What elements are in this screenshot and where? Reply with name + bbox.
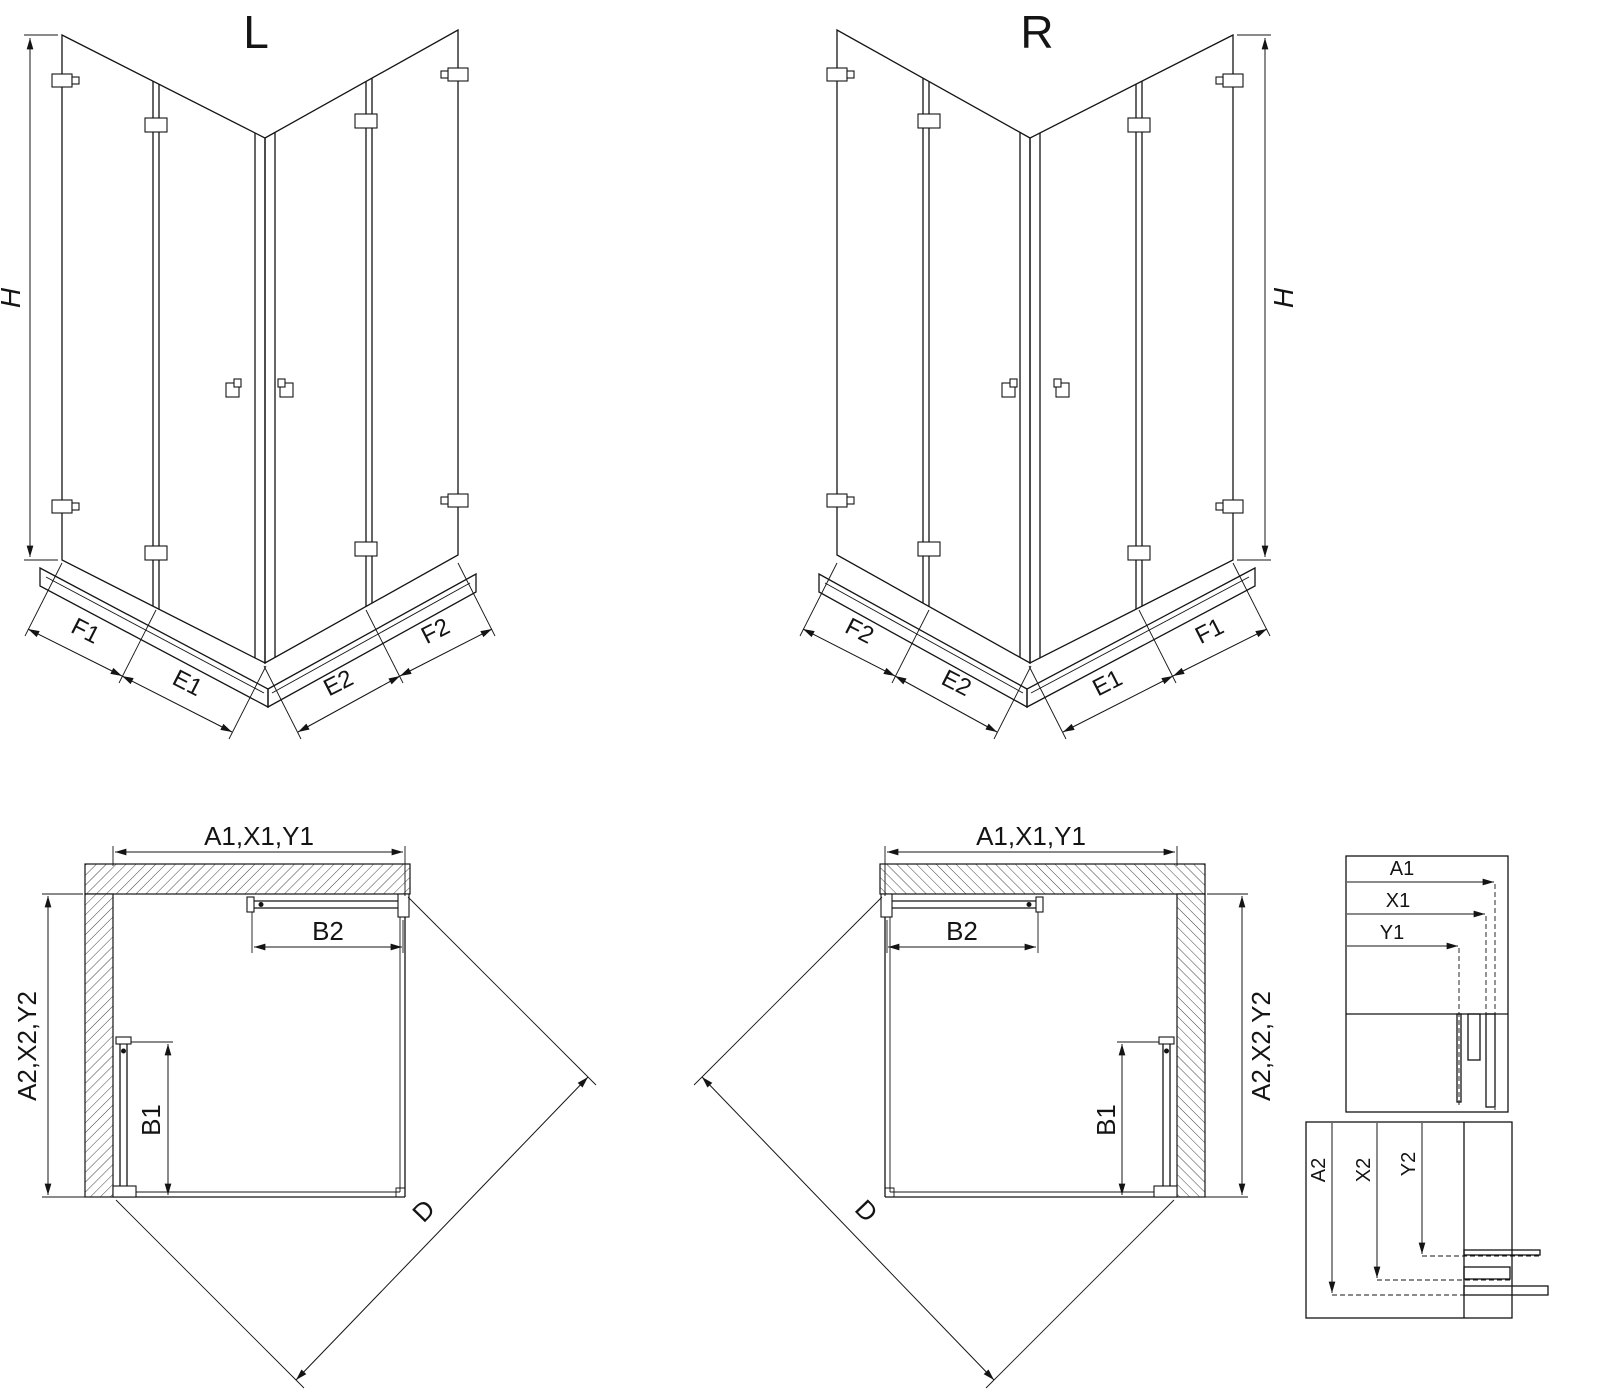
door-package-side [112,1036,137,1198]
iso-right-title: R [1020,6,1053,58]
dim-label-f1: F1 [1191,613,1228,650]
detail-x2-label: X2 [1353,1158,1375,1182]
wall-top [84,863,411,895]
plan-left-width-dim-label: A1,X1,Y1 [204,821,314,851]
dim-diagonal [115,896,597,1389]
dim-b1 [131,1041,173,1195]
plan-right-depth-dim-label: A2,X2,Y2 [1246,991,1276,1101]
labels: L H F1 E1 E2 F2 R H F2 E2 E1 F1 A1,X1,Y1… [0,6,1420,1228]
hinge-icon [144,117,168,133]
profile-section [1463,1249,1549,1296]
iso-left-title: L [243,6,269,58]
hinge-icon [440,70,449,79]
plan-left-b1-label: B1 [136,1104,166,1136]
plan-left-b2-label: B2 [312,916,344,946]
tray-outline [113,894,406,1198]
hinge-icon [447,493,469,508]
door-knob-icon [121,1048,126,1054]
wall-side [84,893,114,1198]
glass-wall-right [264,28,469,665]
hinge-icon [440,496,449,505]
detail-y1-label: Y1 [1380,922,1404,944]
height-dimension [24,34,58,561]
hinge-icon [447,67,469,82]
hinge-icon [354,541,378,557]
plan-right-b2-label: B2 [946,916,978,946]
dim-label-e1: E1 [1088,665,1126,702]
detail-x1-label: X1 [1386,890,1410,912]
dim-width-top [112,846,406,896]
height-dim-label: H [0,287,26,308]
height-dim-label: H [1268,287,1299,308]
door-package-top [246,893,410,918]
detail-depth-box [1305,1121,1549,1319]
plan-left-diagonal-label: D [406,1194,441,1228]
door-knob-icon [258,902,264,907]
width-dimension-chain [24,562,496,740]
plan-right-width-dim-label: A1,X1,Y1 [976,821,1086,851]
plan-right-diagonal-label: D [849,1194,884,1228]
dim-label-e2: E2 [937,665,975,702]
dim-label-f2: F2 [841,613,878,650]
detail-a1-label: A1 [1390,858,1414,880]
glass-wall-left [51,33,266,665]
detail-a2-label: A2 [1308,1158,1330,1182]
dim-b2 [251,912,404,953]
hinge-icon [51,73,73,88]
iso-view-left-lineart [24,28,496,740]
hinge-icon [71,76,80,85]
plan-right-b1-label: B1 [1091,1104,1121,1136]
detail-y2-label: Y2 [1398,1152,1420,1176]
shower-tray [39,566,477,709]
door-handle-icon [277,378,294,398]
dim-depth-side [42,893,110,1198]
dim-label-e2: E2 [319,665,357,702]
hinge-icon [144,545,168,561]
hinge-icon [71,502,80,511]
plan-view-left-lineart [42,846,597,1389]
detail-width-box [1345,855,1509,1113]
dim-label-f1: F1 [67,613,104,650]
plan-left-depth-dim-label: A2,X2,Y2 [12,991,42,1101]
hinge-icon [51,499,73,514]
profile-section [1456,1013,1496,1108]
door-handle-icon [225,378,242,398]
dim-label-f2: F2 [417,613,454,650]
hinge-icon [354,113,378,129]
dim-label-e1: E1 [168,665,206,702]
